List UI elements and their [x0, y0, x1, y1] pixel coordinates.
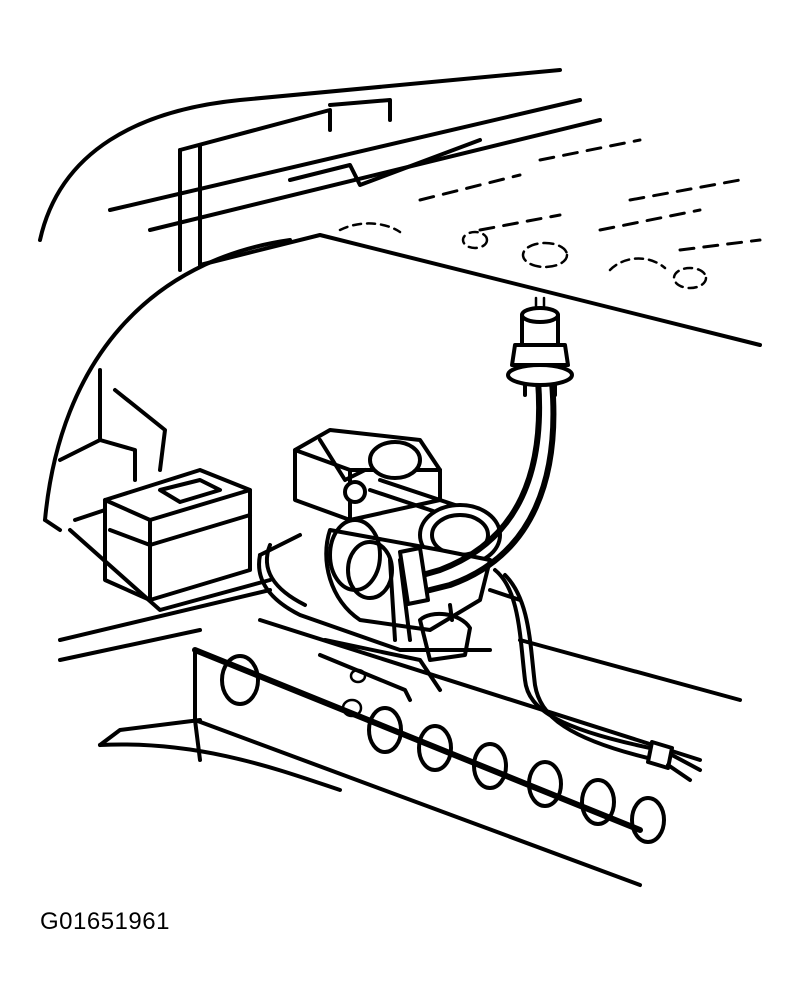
fender-wheel-well — [43, 238, 292, 532]
vacuum-hose — [398, 377, 557, 606]
frame-rail — [192, 618, 742, 887]
lower-body-frame — [58, 588, 342, 792]
wiring-harness — [493, 568, 702, 782]
hood-panel — [38, 68, 762, 347]
figure-id-label: G01651961 — [40, 908, 170, 935]
battery-box — [68, 468, 272, 612]
vacuum-component-assembly — [293, 428, 522, 702]
mounting-bracket — [257, 533, 492, 652]
hood-fitting — [506, 296, 574, 397]
